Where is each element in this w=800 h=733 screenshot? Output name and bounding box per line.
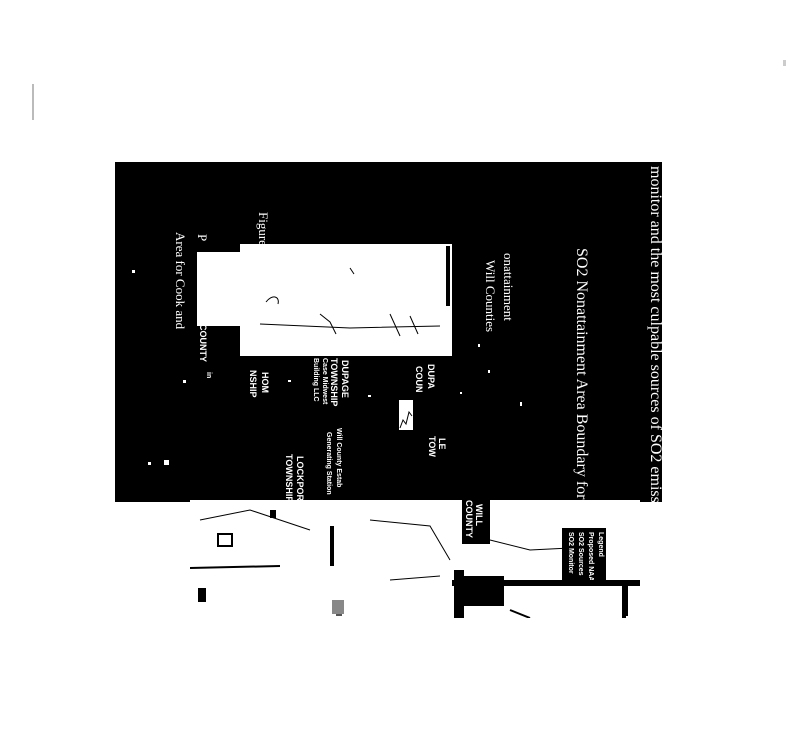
legend-item-monitor: SO2 Monitor <box>567 532 574 574</box>
label-joliet-2: Case Midwest <box>321 358 328 405</box>
scan-mark <box>32 84 34 120</box>
legend-item-naa: Proposed NAA <box>587 532 594 582</box>
label-lockport-1: LOCKPORT <box>295 456 305 507</box>
nonattainment-line-1: onattainment <box>501 253 516 321</box>
label-dupage-county-2: COUN <box>414 366 424 393</box>
scan-mark <box>783 60 786 66</box>
label-will-county-left-1: WILL <box>219 330 229 352</box>
label-will-counties-right-2: COUNTY <box>464 500 474 538</box>
p-label: P <box>195 234 210 242</box>
map-inset-left <box>197 252 243 326</box>
label-will-counties-right-1: WILL <box>474 504 484 526</box>
label-in: in <box>205 372 212 379</box>
legend-item-sources: SO2 Sources <box>577 532 584 576</box>
label-dupage-township-1: DUPAGE <box>340 360 350 398</box>
monitor-graph <box>399 410 413 429</box>
label-will-county-estab-2: Generating Station <box>325 432 332 495</box>
label-dupage-township-2: TOWNSHIP <box>329 358 339 407</box>
noise-dot <box>288 380 291 382</box>
noise-dot <box>148 462 151 465</box>
legend-box <box>562 528 606 582</box>
nonattainment-line-2: Will Counties <box>483 260 498 333</box>
noise-dot <box>488 370 490 373</box>
label-lemont-1: LE <box>437 438 447 450</box>
bottom-bar <box>452 580 622 586</box>
label-lemont-2: TOW <box>427 436 437 457</box>
noise-dot <box>460 392 462 394</box>
area-caption: Area for Cook and <box>173 232 188 330</box>
noise-dot <box>520 402 522 406</box>
inset-roads <box>259 246 450 337</box>
label-will-county-estab-1: Will County Estab <box>335 428 342 488</box>
label-dupage-county-1: DUPA <box>426 364 436 389</box>
label-homer-2: NSHIP <box>248 370 258 398</box>
scanned-map-page: { "page": { "header_text": "monitor and … <box>32 60 786 618</box>
will-county-right-box <box>462 500 490 544</box>
noise-dot <box>132 270 135 273</box>
noise-dot <box>183 380 186 383</box>
bottom-smudge <box>332 600 344 614</box>
map-inset <box>240 244 452 356</box>
bottom-tick <box>622 586 626 618</box>
noise-dot <box>164 460 169 465</box>
label-will-county-left-2: COUNTY <box>198 324 208 362</box>
noise-dot <box>368 395 371 397</box>
header-text: monitor and the most culpable sources of… <box>647 166 664 733</box>
label-lockport-2: TOWNSHIP <box>284 454 294 503</box>
label-joliet-3: Building LLC <box>312 358 319 402</box>
label-homer-1: HOM <box>260 372 270 393</box>
legend-title: Legend <box>597 532 604 557</box>
bottom-tick <box>460 600 464 618</box>
noise-dot <box>478 344 480 347</box>
